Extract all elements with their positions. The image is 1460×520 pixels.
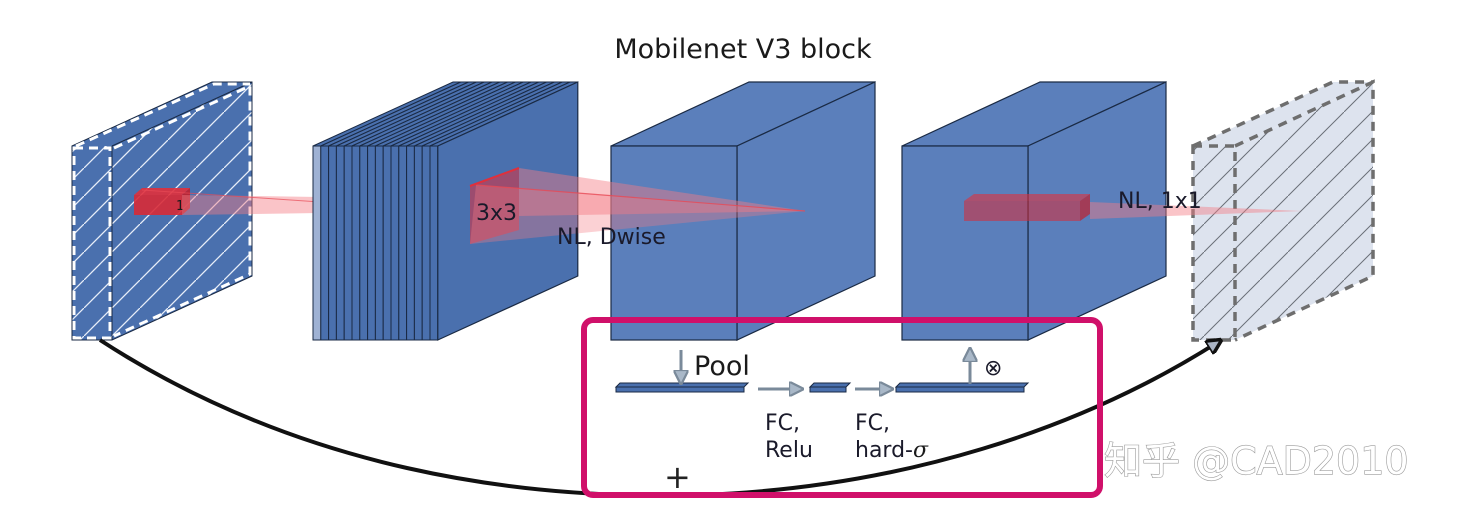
channel-slice xyxy=(320,145,330,341)
channel-slice xyxy=(328,145,337,341)
project-label: NL, 1x1 xyxy=(1118,189,1202,214)
depthwise-front-face xyxy=(610,145,738,341)
channel-slice xyxy=(429,145,439,341)
depthwise-block xyxy=(610,81,876,341)
channel-slice xyxy=(398,145,408,341)
hard-text: hard- xyxy=(855,438,913,463)
projection-cone-3 xyxy=(1090,202,1302,219)
kernel-1x1-input xyxy=(134,195,182,215)
channel-slice xyxy=(374,145,384,341)
squeezed-vector xyxy=(809,386,847,393)
channel-slice xyxy=(390,145,400,341)
channel-slice xyxy=(382,145,392,341)
channel-slice xyxy=(312,145,322,341)
pooled-vector xyxy=(615,386,745,393)
add-icon: + xyxy=(664,458,691,496)
pool-label: Pool xyxy=(694,351,750,382)
se-front-face xyxy=(901,145,1029,341)
fc-hsigma-label-2: hard-σ xyxy=(855,438,929,463)
input-tensor-block: 1 xyxy=(71,81,253,341)
channel-slice xyxy=(335,145,345,341)
channel-slice xyxy=(413,145,423,341)
expansion-block xyxy=(312,81,579,341)
channel-slice xyxy=(406,145,415,341)
multiply-icon: ⊗ xyxy=(984,356,1002,381)
channel-slice xyxy=(351,145,361,341)
residual-skip-arrow xyxy=(98,340,1218,498)
projection-cone-1 xyxy=(182,195,320,215)
channel-slice xyxy=(343,145,353,341)
se-highlight-box xyxy=(581,317,1103,498)
projection-cone-2 xyxy=(519,168,805,216)
channel-slice xyxy=(359,145,369,341)
channel-slice xyxy=(367,145,376,341)
kernel-3x3-group: 3x3 NL, Dwise xyxy=(469,167,806,250)
input-top-face xyxy=(72,82,252,146)
kernel-1x1-project-group: NL, 1x1 xyxy=(964,189,1302,221)
watermark: 知乎 @CAD2010 xyxy=(1104,439,1409,483)
kernel-1x1-label: 1 xyxy=(176,199,184,214)
sigma-symbol: σ xyxy=(913,438,929,463)
channel-slice xyxy=(421,145,431,341)
fc-relu-label-1: FC, xyxy=(765,411,800,436)
fc-hsigma-label-1: FC, xyxy=(855,411,890,436)
output-top-face xyxy=(1193,82,1373,146)
dwise-label: NL, Dwise xyxy=(557,225,666,250)
kernel-1x1-project xyxy=(964,201,1080,221)
se-module: Pool FC, Relu FC, hard-σ ⊗ + xyxy=(614,350,1030,496)
excitation-vector xyxy=(895,386,1025,393)
diagram-title: Mobilenet V3 block xyxy=(614,34,872,65)
fc-relu-label-2: Relu xyxy=(765,438,813,463)
kernel-3x3-label: 3x3 xyxy=(476,201,517,226)
output-tensor-block xyxy=(1191,79,1375,342)
se-scaled-block xyxy=(901,81,1167,341)
